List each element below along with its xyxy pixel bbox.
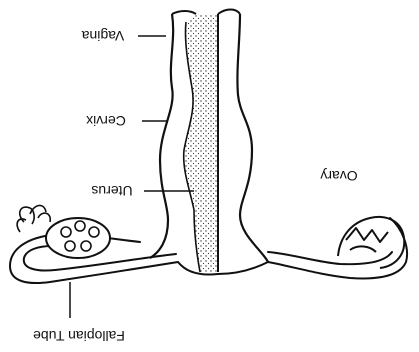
uterus-label: Uterus	[91, 183, 132, 199]
ovary-label: Ovary	[320, 168, 357, 184]
vagina-label: Vagina	[82, 28, 125, 44]
label-uterus: Uterus	[91, 183, 194, 199]
label-ovary: Ovary	[320, 168, 357, 184]
ovary-right	[338, 217, 404, 268]
fallopian-tube-label: Fallopian Tube	[33, 328, 125, 344]
uterus-body	[150, 10, 268, 275]
fimbriae	[17, 205, 50, 232]
label-cervix: Cervix	[86, 113, 168, 129]
ovary-left	[46, 218, 110, 258]
label-fallopian-tube: Fallopian Tube	[33, 282, 125, 344]
label-vagina: Vagina	[82, 28, 166, 44]
cervix-label: Cervix	[86, 113, 126, 129]
